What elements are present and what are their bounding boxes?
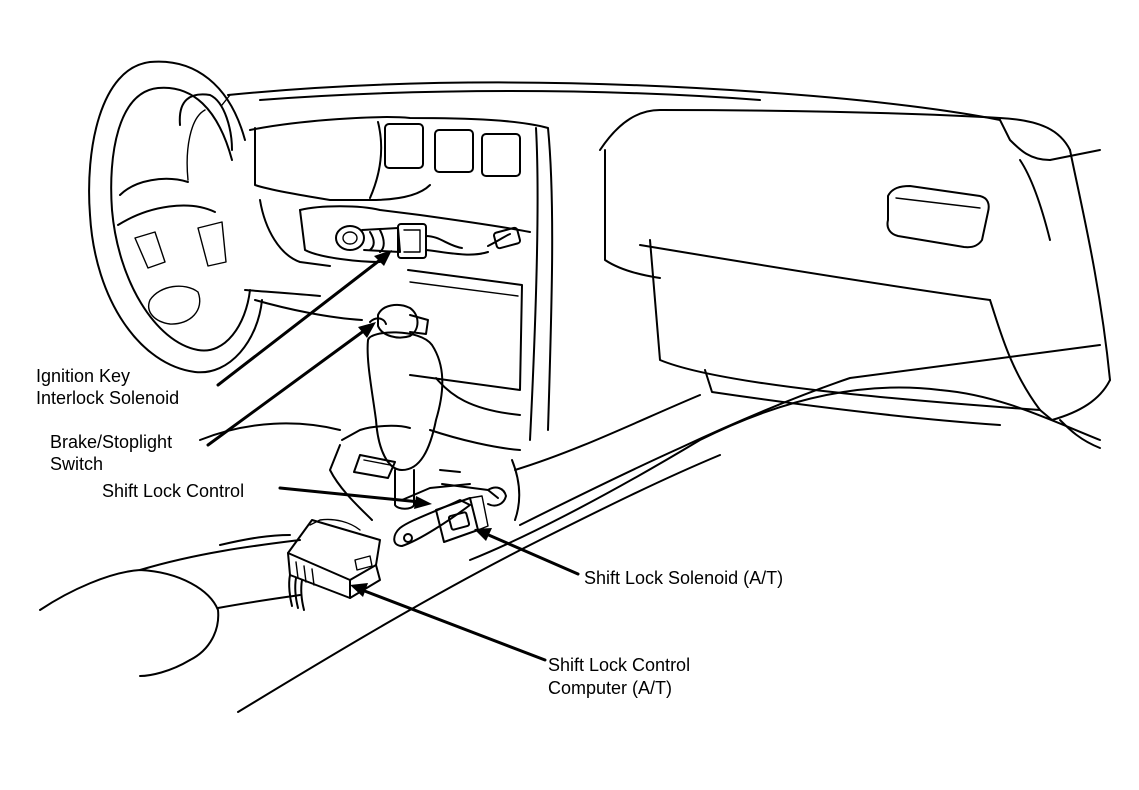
leader-lines <box>206 250 580 662</box>
arrowhead-shift-lock-control-computer <box>350 583 368 597</box>
label-shift-lock-solenoid-line-1: Shift Lock Solenoid (A/T) <box>584 568 783 588</box>
arrowhead-shift-lock-solenoid <box>474 528 492 541</box>
control-computer <box>287 518 381 611</box>
label-ignition-key-interlock-solenoid-line-1: Ignition Key <box>36 366 130 386</box>
label-brake-stoplight-switch-line-1: Brake/Stoplight <box>50 432 172 452</box>
leader-ignition-key-interlock-solenoid <box>216 258 382 387</box>
arrowhead-shift-lock-control <box>414 496 432 509</box>
dashboard-illustration <box>39 60 1111 713</box>
arrowhead-brake-stoplight <box>358 322 376 338</box>
callout-labels: Ignition Key Interlock Solenoid Brake/St… <box>36 366 783 698</box>
leader-brake-stoplight-switch <box>206 328 367 447</box>
label-ignition-key-interlock-solenoid-line-2: Interlock Solenoid <box>36 388 179 408</box>
label-shift-lock-control-line-1: Shift Lock Control <box>102 481 244 501</box>
leader-shift-lock-solenoid <box>482 531 580 576</box>
label-shift-lock-control-computer-line-2: Computer (A/T) <box>548 678 672 698</box>
label-shift-lock-solenoid: Shift Lock Solenoid (A/T) <box>584 568 783 588</box>
leader-shift-lock-control-computer <box>360 588 547 662</box>
label-shift-lock-control: Shift Lock Control <box>102 481 244 501</box>
leader-shift-lock-control <box>278 486 422 504</box>
label-brake-stoplight-switch: Brake/Stoplight Switch <box>50 432 177 474</box>
arrowhead-ignition-key <box>374 250 392 266</box>
label-brake-stoplight-switch-line-2: Switch <box>50 454 103 474</box>
label-shift-lock-control-computer-line-1: Shift Lock Control <box>548 655 690 675</box>
label-ignition-key-interlock-solenoid: Ignition Key Interlock Solenoid <box>36 366 179 408</box>
label-shift-lock-control-computer: Shift Lock Control Computer (A/T) <box>548 655 695 698</box>
steering-wheel <box>88 60 263 374</box>
